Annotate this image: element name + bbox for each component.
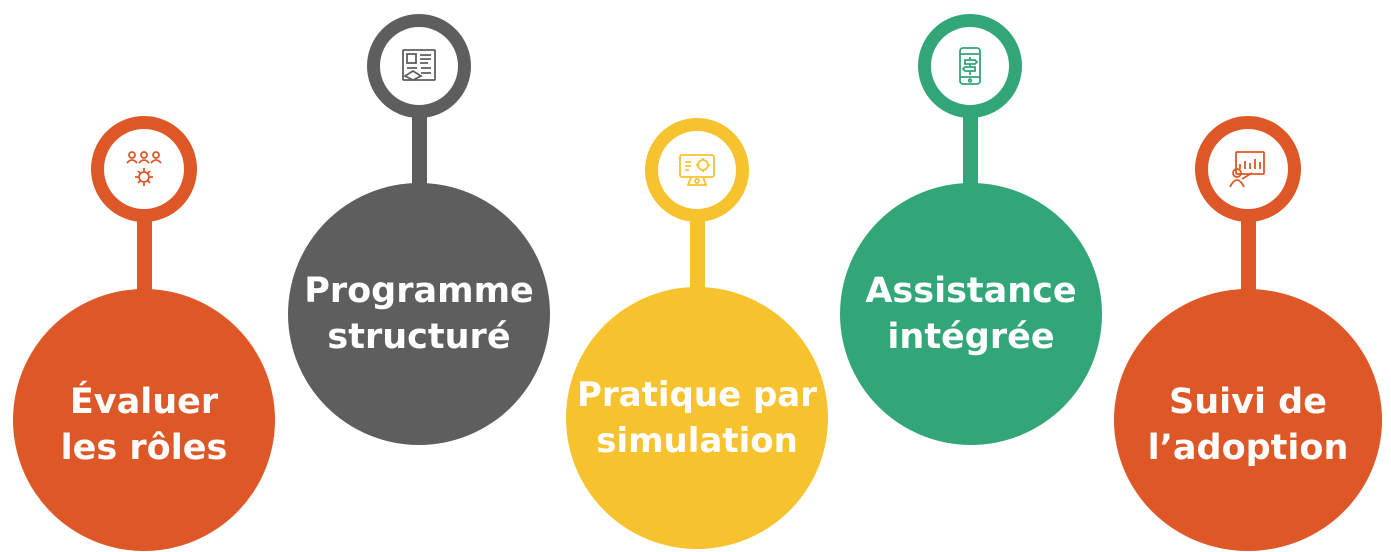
step-5-label: Suivi de l’adoption <box>1147 382 1349 468</box>
step-3-label: Pratique par simulation <box>576 375 818 461</box>
training-program-icon <box>399 46 439 86</box>
step-1-icon-ring <box>91 116 197 222</box>
step-3-icon-ring <box>645 118 749 222</box>
step-4-connector <box>963 114 978 194</box>
step-1-circle: Évaluer les rôles <box>13 289 275 551</box>
step-2-connector <box>412 114 427 194</box>
step-5-icon-ring <box>1195 116 1301 222</box>
step-5-connector <box>1241 218 1256 298</box>
step-2-icon-ring <box>367 14 471 118</box>
team-settings-icon <box>124 149 164 189</box>
adoption-tracking-icon <box>1228 149 1268 189</box>
step-4-label: Assistance intégrée <box>865 271 1077 357</box>
step-3-connector <box>690 218 705 298</box>
step-3-circle: Pratique par simulation <box>566 287 828 549</box>
step-1-connector <box>137 218 152 298</box>
step-2-circle: Programme structuré <box>288 183 550 445</box>
step-2-label: Programme structuré <box>304 271 534 357</box>
step-4-circle: Assistance intégrée <box>840 183 1102 445</box>
step-1-label: Évaluer les rôles <box>60 382 228 468</box>
step-5-circle: Suivi de l’adoption <box>1114 289 1382 551</box>
simulation-screen-icon <box>677 150 717 190</box>
mobile-assistance-icon <box>950 46 990 86</box>
step-4-icon-ring <box>918 14 1022 118</box>
